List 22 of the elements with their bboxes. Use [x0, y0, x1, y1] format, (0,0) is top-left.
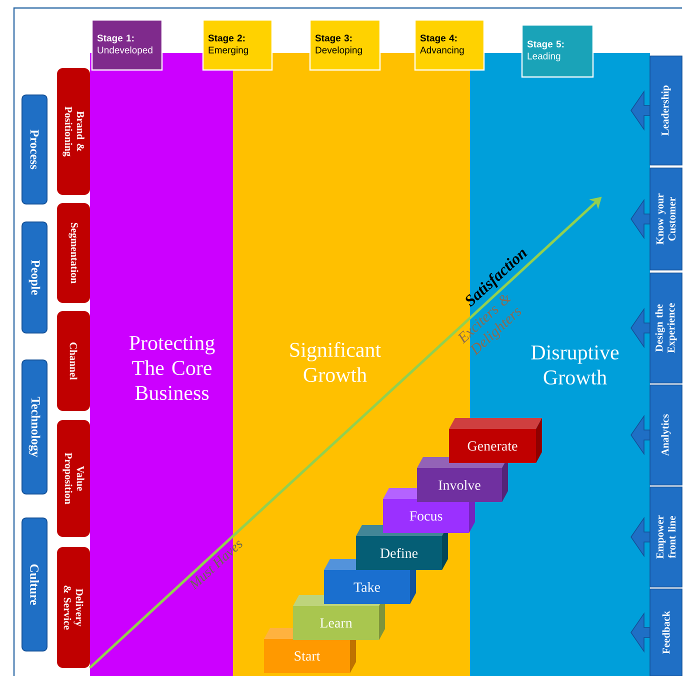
element-box: Segmentation: [57, 202, 90, 303]
category-box: Culture: [22, 517, 48, 652]
stage-tab: Stage 5: Leading: [521, 24, 594, 78]
driver-arrow-box: Empower front line: [630, 486, 682, 588]
element-box: Value Proposition: [57, 420, 90, 537]
category-box: Technology: [22, 359, 48, 494]
element-box: Channel: [57, 310, 90, 411]
step-block: Involve: [417, 456, 508, 502]
stage-tab: Stage 3: Developing: [309, 19, 381, 71]
driver-arrow-box: Analytics: [630, 384, 682, 486]
element-box: Brand & Positioning: [57, 68, 90, 195]
element-box: Delivery & Service: [57, 546, 90, 668]
stage-tab: Stage 1: Undeveloped: [91, 19, 163, 71]
stage-tab: Stage 4: Advancing: [414, 19, 485, 71]
step-block: Generate: [449, 418, 542, 463]
category-box: Process: [22, 94, 48, 204]
stage-tab: Stage 2: Emerging: [202, 19, 273, 71]
driver-arrow-box: Leadership: [630, 56, 682, 166]
driver-arrow-box: Know your Customer: [630, 168, 682, 270]
driver-arrow-box: Design the Experience: [630, 272, 682, 384]
driver-arrow-box: Feedback: [630, 588, 682, 676]
category-box: People: [22, 221, 48, 334]
